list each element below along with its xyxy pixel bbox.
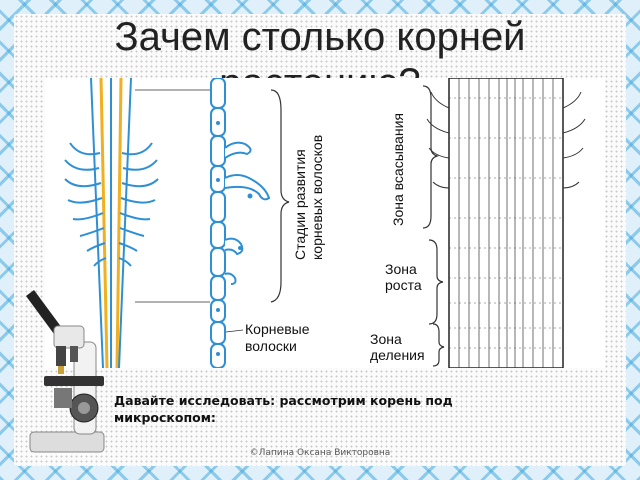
slide-title: Зачем столько корней растению? — [114, 15, 526, 80]
slide-caption: Давайте исследовать: рассмотрим корень п… — [114, 393, 453, 425]
label-division-zone: Зона — [370, 331, 402, 347]
microscope-icon — [14, 282, 114, 462]
label-growth-zone: Зона — [385, 261, 417, 277]
epidermis-cells — [210, 77, 271, 369]
root-diagram: Стадии развития корневых волосков Корнев… — [45, 77, 605, 369]
root-tip-section — [426, 77, 586, 369]
label-stages: Стадии развития — [292, 149, 308, 260]
svg-text:Стадии развития корневых в: Стадии развития корневых волосков — [292, 135, 325, 260]
copyright: ©Лапина Оксана Викторовна — [249, 448, 391, 458]
label-absorption-zone: Зона всасывания — [390, 113, 406, 226]
root-with-hairs — [64, 77, 210, 369]
